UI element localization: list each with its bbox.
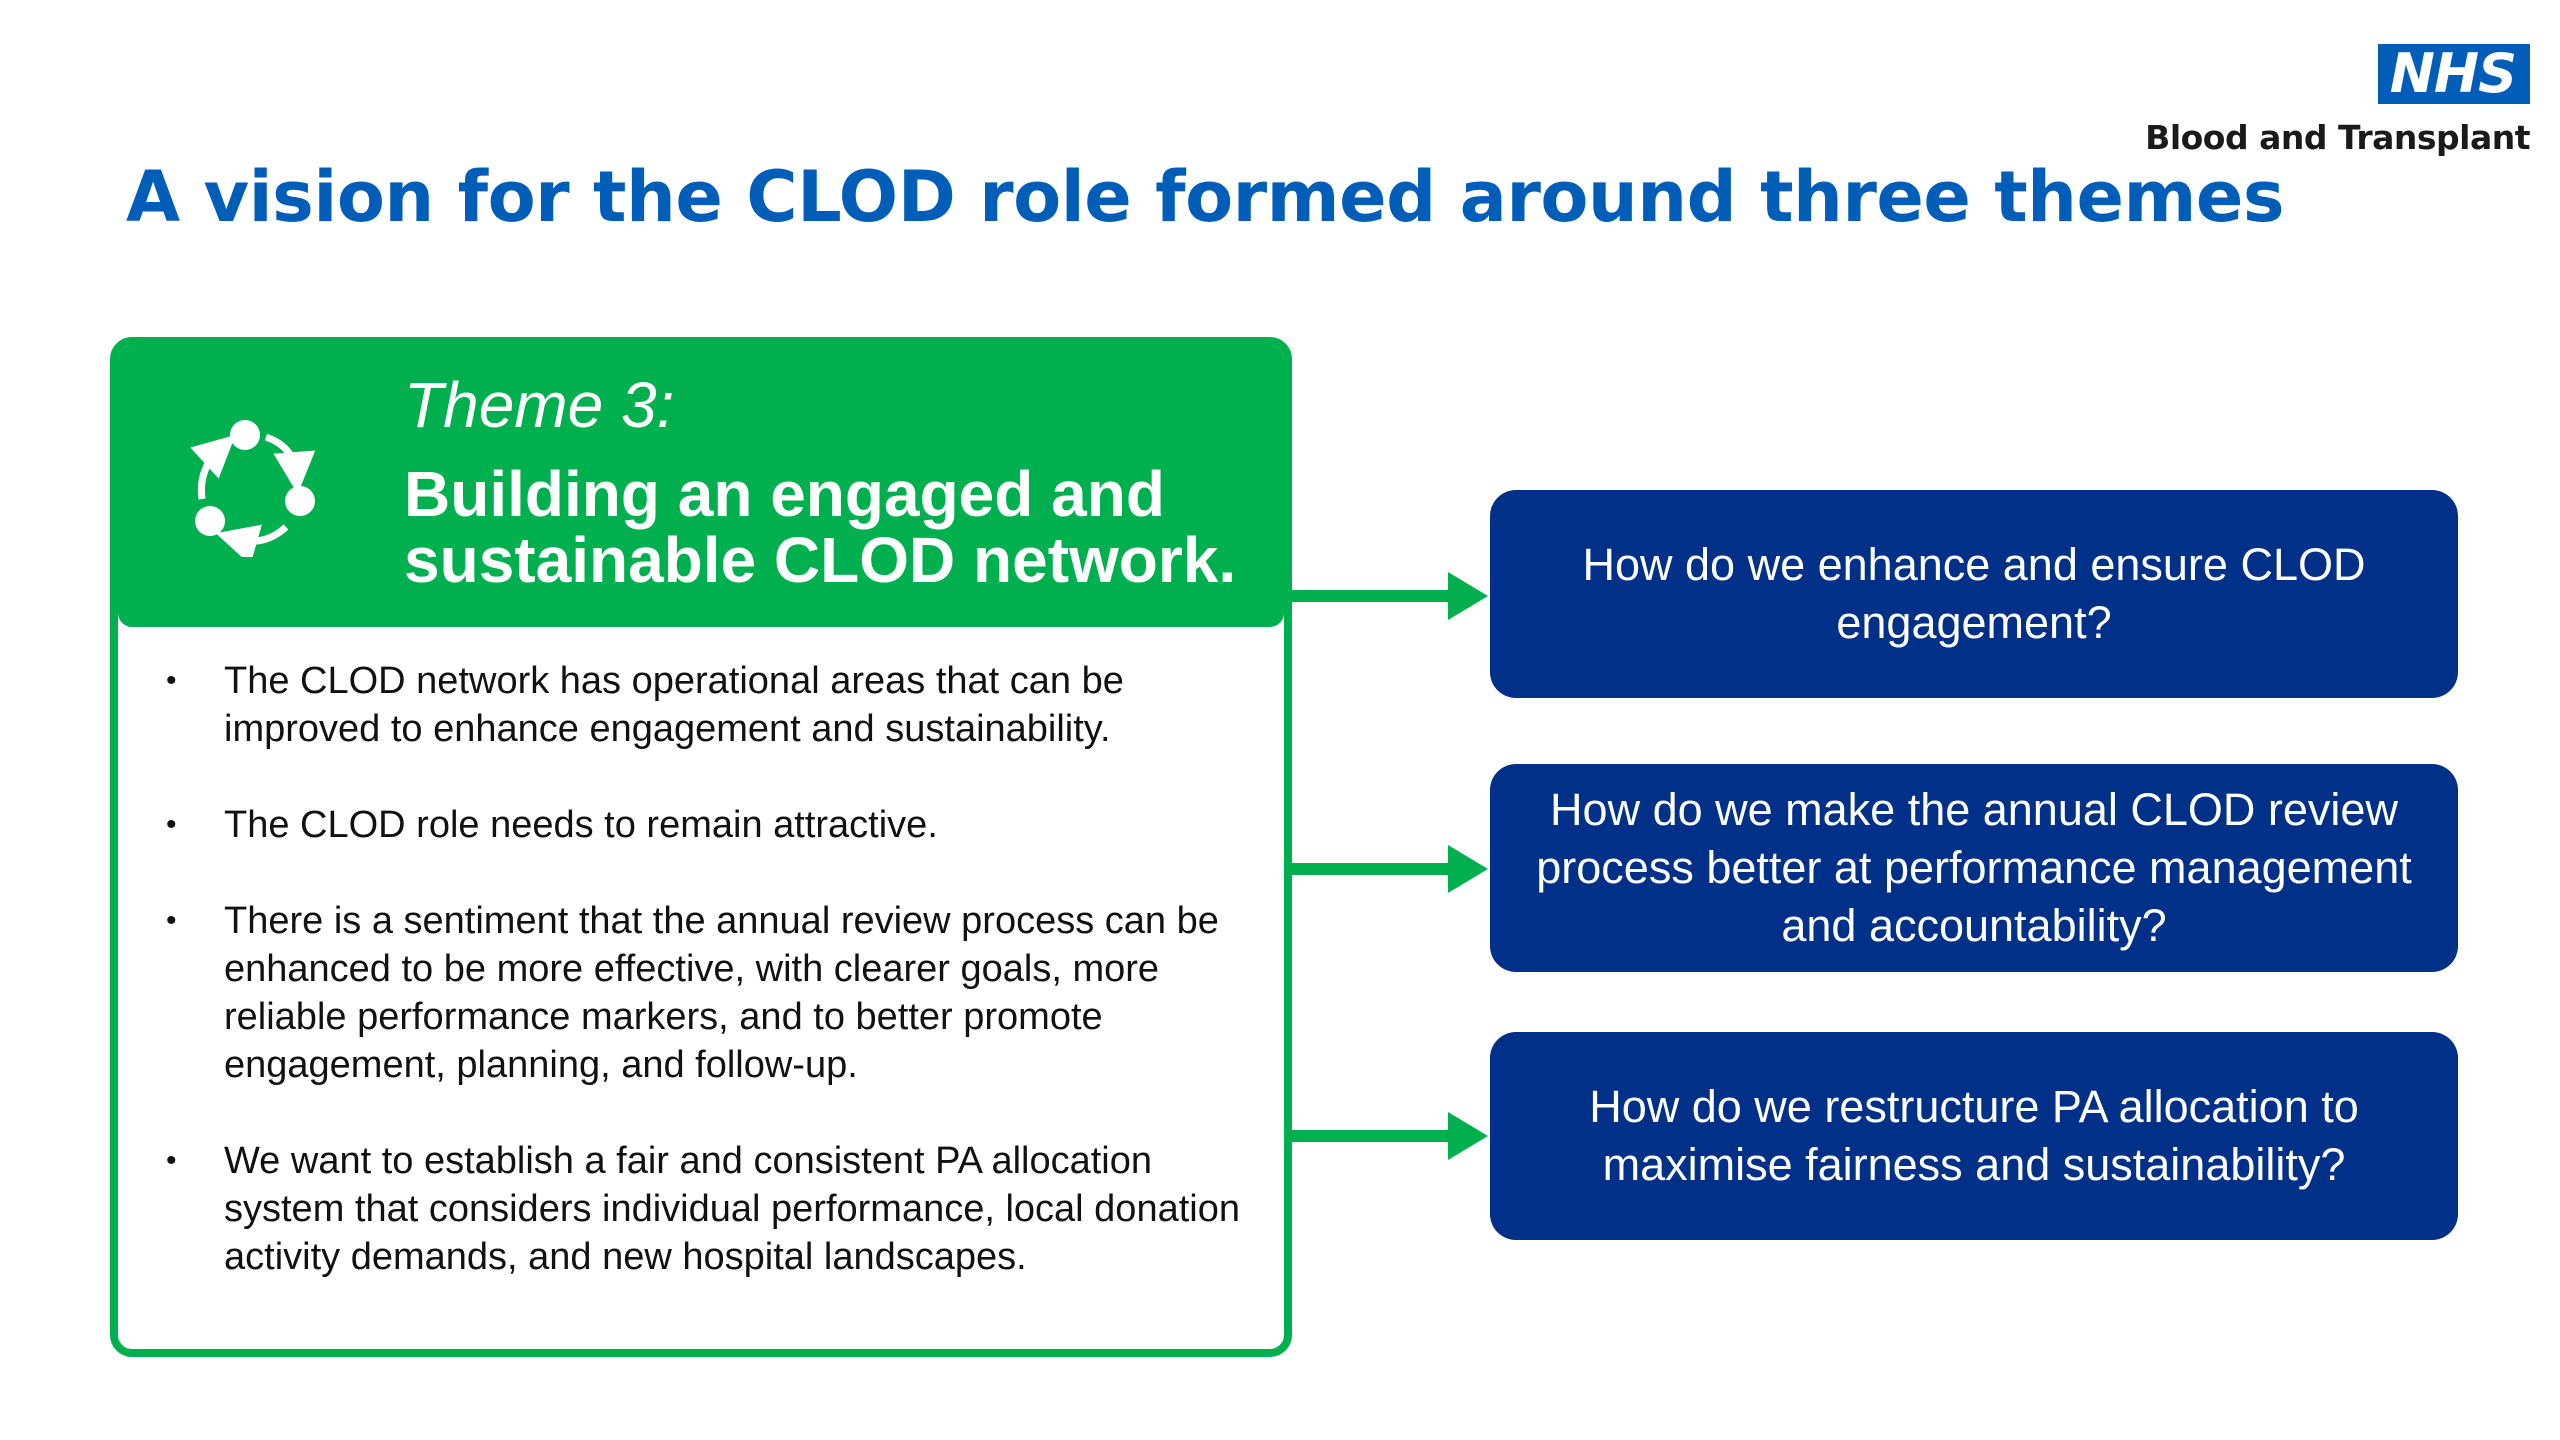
theme-name: Building an engaged and sustainable CLOD… bbox=[404, 458, 1237, 596]
bullet-item: • The CLOD role needs to remain attracti… bbox=[118, 801, 1284, 849]
bullet-dot: • bbox=[166, 904, 177, 937]
bullet-dot: • bbox=[166, 808, 177, 841]
theme-header: Theme 3: Building an engaged and sustain… bbox=[118, 345, 1284, 627]
question-box-1: How do we enhance and ensure CLOD engage… bbox=[1490, 490, 2458, 698]
bullet-text: We want to establish a fair and consiste… bbox=[224, 1140, 1240, 1278]
nhs-logo: NHS Blood and Transplant bbox=[2145, 44, 2530, 157]
bullet-dot: • bbox=[166, 664, 177, 697]
connector-arrow-1 bbox=[1292, 572, 1488, 620]
bullet-text: The CLOD network has operational areas t… bbox=[224, 660, 1124, 750]
nhs-mark: NHS bbox=[2377, 44, 2530, 104]
cycle-arrows-icon bbox=[190, 420, 316, 557]
question-text: How do we enhance and ensure CLOD engage… bbox=[1582, 539, 2366, 648]
bullet-text: The CLOD role needs to remain attractive… bbox=[224, 804, 938, 846]
bullet-item: • We want to establish a fair and consis… bbox=[118, 1137, 1284, 1281]
question-text: How do we restructure PA allocation to m… bbox=[1589, 1081, 2359, 1190]
question-box-2: How do we make the annual CLOD review pr… bbox=[1490, 764, 2458, 972]
theme-label: Theme 3: bbox=[404, 369, 675, 441]
bullet-text: There is a sentiment that the annual rev… bbox=[224, 900, 1219, 1086]
bullet-dot: • bbox=[166, 1144, 177, 1177]
theme-card: Theme 3: Building an engaged and sustain… bbox=[110, 337, 1292, 1357]
connector-arrow-2 bbox=[1292, 845, 1488, 893]
organisation-name: Blood and Transplant bbox=[2145, 118, 2530, 157]
bullet-item: • The CLOD network has operational areas… bbox=[118, 657, 1284, 753]
connector-arrow-3 bbox=[1292, 1112, 1488, 1160]
bullet-item: • There is a sentiment that the annual r… bbox=[118, 897, 1284, 1089]
question-box-3: How do we restructure PA allocation to m… bbox=[1490, 1032, 2458, 1240]
question-text: How do we make the annual CLOD review pr… bbox=[1536, 784, 2412, 951]
page-title: A vision for the CLOD role formed around… bbox=[126, 156, 2285, 238]
theme-bullet-list: • The CLOD network has operational areas… bbox=[118, 657, 1284, 1329]
